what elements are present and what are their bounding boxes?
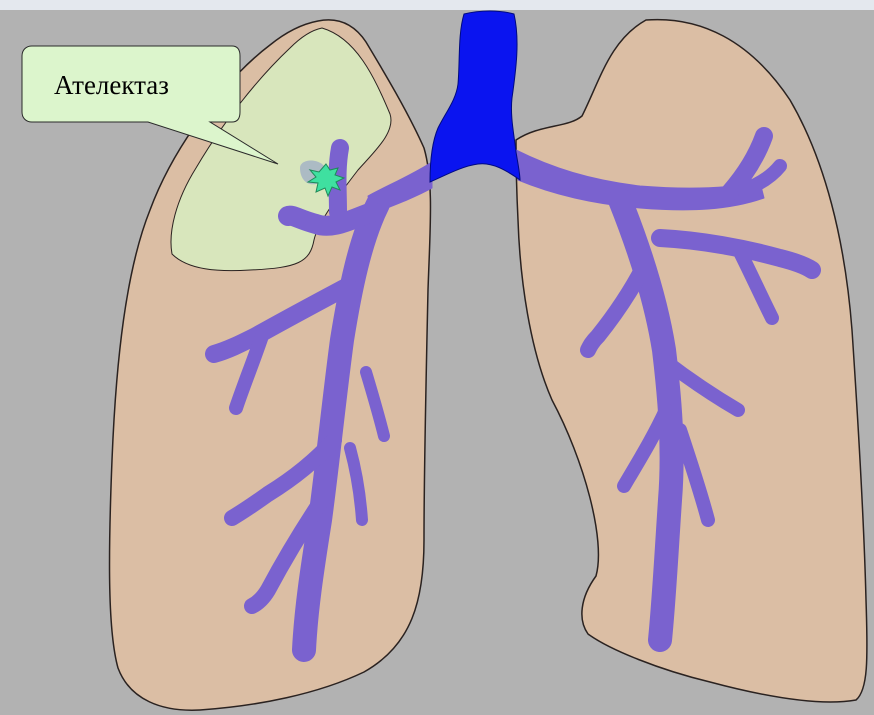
top-band bbox=[0, 0, 874, 10]
callout-label: Ателектаз bbox=[54, 70, 169, 100]
